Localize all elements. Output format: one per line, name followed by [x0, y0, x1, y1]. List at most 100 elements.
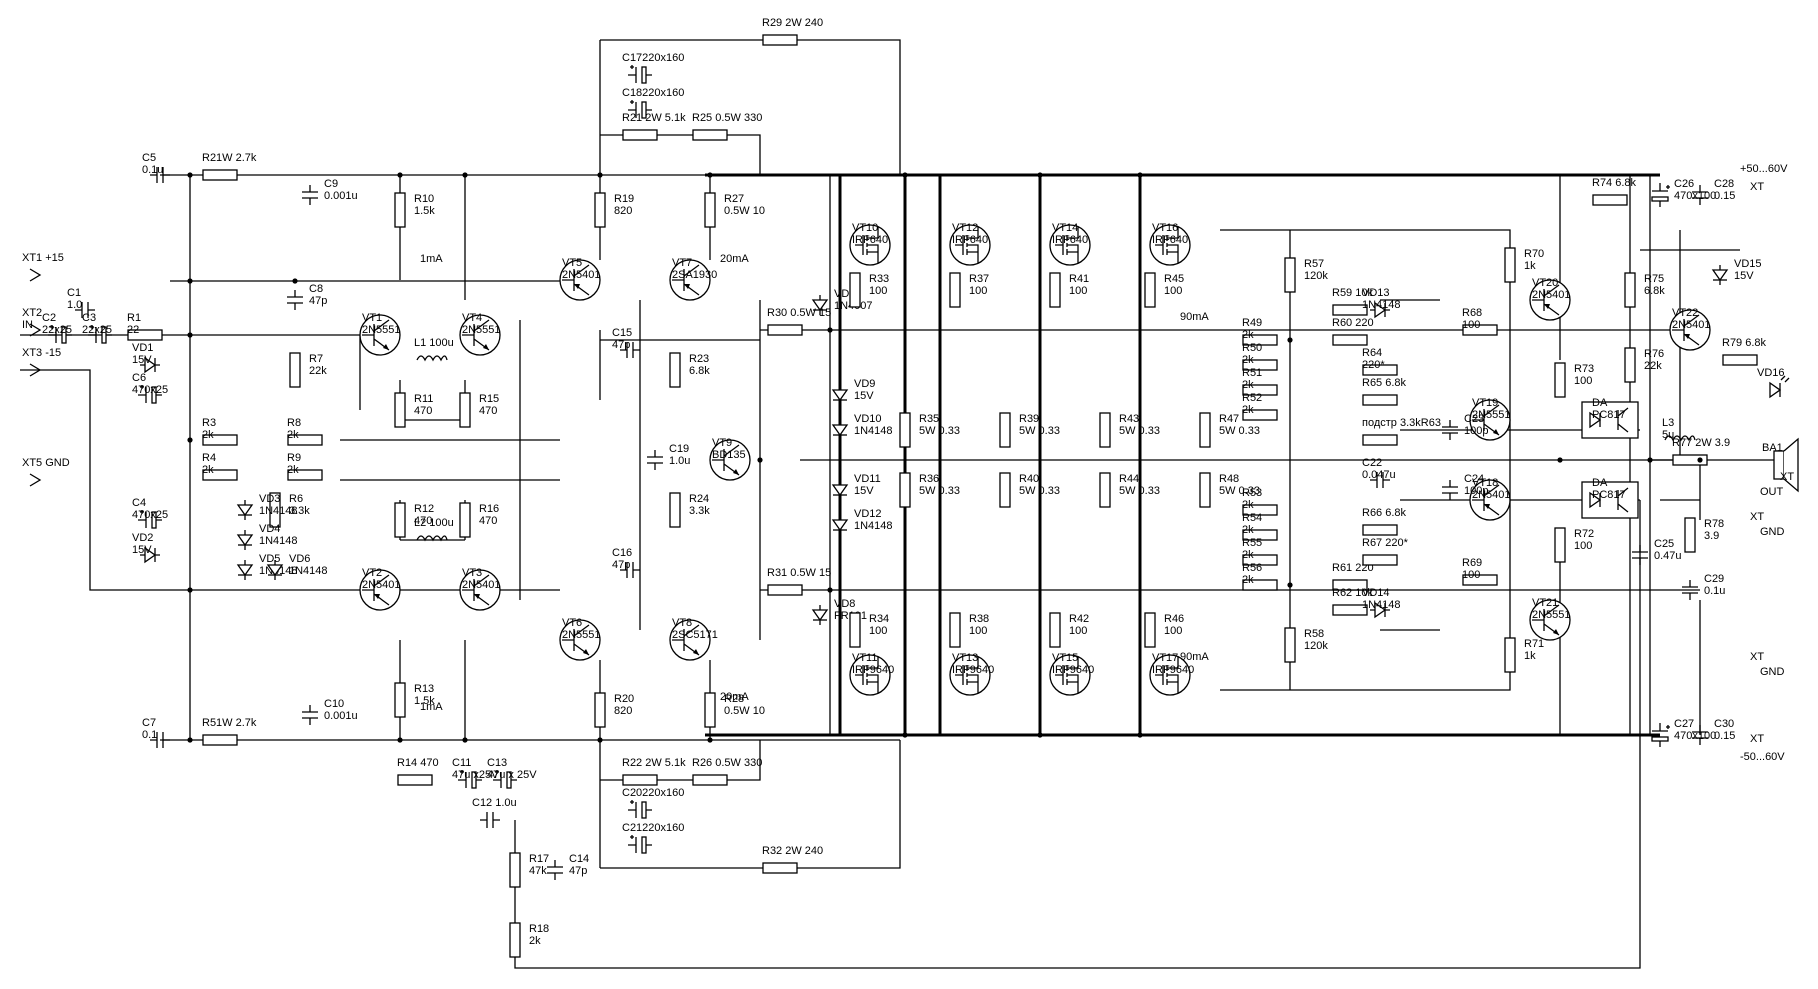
component-r49: [1242, 334, 1278, 346]
annotation-xt-out: XT: [1780, 471, 1794, 483]
component-r14: [397, 774, 433, 786]
ref-r37: R37: [969, 273, 989, 285]
value-c9: 0.001u: [324, 190, 358, 202]
ref-vt13: VT13: [952, 652, 978, 664]
component-vd10: [831, 420, 849, 440]
ref-c28: C28: [1714, 178, 1734, 190]
ref-r47: R47: [1219, 413, 1239, 425]
ref-vt1: VT1: [362, 312, 382, 324]
component-r22: [622, 774, 658, 786]
value-vt20: 2N5401: [1532, 289, 1571, 301]
component-r10: [394, 192, 406, 228]
junction-dot: [902, 732, 908, 738]
value-r75: 6.8k: [1644, 285, 1665, 297]
value-r56: 2k: [1242, 574, 1254, 586]
annotation-xt-pos: XT: [1750, 181, 1764, 193]
component-r47: [1199, 412, 1211, 448]
component-c6: [138, 385, 162, 404]
component-c17: [628, 65, 652, 84]
component-l2: [416, 535, 448, 542]
component-c15: [620, 342, 640, 358]
component-r35: [899, 412, 911, 448]
value-c11: 47u x25V: [452, 769, 499, 781]
component-vd13: [1370, 301, 1390, 319]
ref-r77: R77 2W 3.9: [1672, 437, 1730, 449]
component-c23: [1442, 420, 1458, 440]
ref-r10: R10: [414, 193, 434, 205]
ref-r42: R42: [1069, 613, 1089, 625]
component-vt20: [1529, 279, 1571, 321]
annotation-i-out-top: 90mA: [1180, 311, 1209, 323]
ref-r2: R21W 2.7k: [202, 152, 257, 164]
ref-c7: C7: [142, 717, 156, 729]
ref-r52: R52: [1242, 392, 1262, 404]
component-r24: [669, 492, 681, 528]
value-c2: 22x25: [42, 324, 72, 336]
annotation-xt-gnd: XT: [1750, 651, 1764, 663]
component-l1: [416, 355, 448, 362]
value-vd1: 15V: [132, 354, 152, 366]
component-r33: [849, 272, 861, 308]
ref-r25: R25 0.5W 330: [692, 112, 762, 124]
ref-c22: C22: [1362, 457, 1382, 469]
ref-r70: R70: [1524, 248, 1544, 260]
ref-r55: R55: [1242, 537, 1262, 549]
ref-vt19: VT19: [1472, 397, 1498, 409]
component-ba1: [1773, 437, 1799, 493]
value-c28: 0.15: [1714, 190, 1735, 202]
ref-vd4: VD4: [259, 523, 280, 535]
component-r3: [202, 434, 238, 446]
ref-r6: R6: [289, 493, 303, 505]
component-r17: [509, 852, 521, 888]
ref-r27: R27: [724, 193, 744, 205]
value-r37: 100: [969, 285, 987, 297]
ref-ba1: BA1: [1762, 442, 1783, 454]
ref-r16: R16: [479, 503, 499, 515]
value-vd9: 15V: [854, 390, 874, 402]
component-r28: [704, 692, 716, 728]
ref-c18: C18220x160: [622, 87, 684, 99]
ref-r43: R43: [1119, 413, 1139, 425]
ref-r50: R50: [1242, 342, 1262, 354]
ref-r9: R9: [287, 452, 301, 464]
component-r76: [1624, 347, 1636, 383]
component-r51: [1242, 384, 1278, 396]
component-c29: [1682, 580, 1698, 600]
value-vt14: IRF640: [1052, 234, 1088, 246]
component-r25: [692, 129, 728, 141]
value-vd6: 1N4148: [289, 565, 328, 577]
ref-r5: R51W 2.7k: [202, 717, 257, 729]
value-da2: PC817: [1592, 489, 1626, 501]
value-vt3: 2N5401: [462, 579, 501, 591]
ref-r45: R45: [1164, 273, 1184, 285]
junction-dot: [707, 172, 713, 178]
component-c11: [458, 770, 482, 789]
value-c13: 47u x 25V: [487, 769, 537, 781]
ref-r11: R11: [414, 393, 433, 405]
component-r34: [849, 612, 861, 648]
ref-r58: R58: [1304, 628, 1324, 640]
component-r26: [692, 774, 728, 786]
component-r8: [287, 434, 323, 446]
ref-r78: R78: [1704, 518, 1724, 530]
value-r24: 3.3k: [689, 505, 710, 517]
ref-r72: R72: [1574, 528, 1594, 540]
component-vt5: [559, 259, 601, 301]
ref-l3: L3: [1662, 417, 1674, 429]
value-vd2: 15V: [132, 544, 152, 556]
component-r21: [622, 129, 658, 141]
value-r16: 470: [479, 515, 497, 527]
value-r15: 470: [479, 405, 497, 417]
value-vt13: IRF9640: [952, 664, 994, 676]
component-r38: [949, 612, 961, 648]
ref-vt22: VT22: [1672, 307, 1698, 319]
ref-r51: R51: [1242, 367, 1262, 379]
value-c8: 47p: [309, 295, 327, 307]
junction-dot: [187, 737, 193, 743]
ref-c15: C15: [612, 327, 632, 339]
component-r53: [1242, 504, 1278, 516]
junction-dot: [597, 172, 603, 178]
component-r55: [1242, 554, 1278, 566]
component-r63: [1362, 434, 1398, 446]
component-vd15: [1711, 265, 1729, 285]
